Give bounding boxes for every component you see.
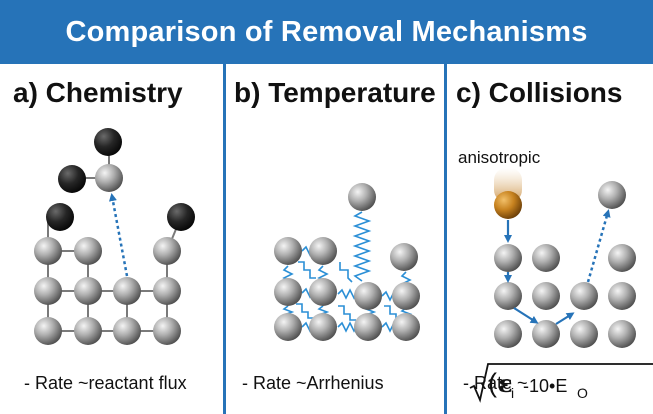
- rate-formula: ( ε i -10•E O: [469, 363, 653, 403]
- panel-title-temperature: b) Temperature: [234, 77, 436, 108]
- temperature-lattice: [274, 183, 420, 341]
- panel-divider: [444, 64, 447, 414]
- caption-temperature: - Rate ~Arrhenius: [242, 373, 384, 393]
- page-title: Comparison of Removal Mechanisms: [0, 0, 653, 64]
- collisions-lattice: [494, 168, 636, 348]
- panel-title-collisions: c) Collisions: [456, 77, 623, 108]
- panel-divider: [223, 64, 226, 414]
- anisotropic-label: anisotropic: [458, 148, 541, 167]
- formula-epsilon-subscript: i: [511, 385, 514, 401]
- formula-middle: -10•E: [518, 376, 567, 396]
- formula-epsilon: ε: [498, 369, 513, 398]
- caption-chemistry: - Rate ~reactant flux: [24, 373, 187, 393]
- sqrt-sign: [469, 363, 653, 403]
- formula-e-subscript: O: [577, 385, 588, 401]
- formula-paren: (: [488, 368, 497, 398]
- incoming-ion: [494, 191, 522, 219]
- chemistry-lattice: [34, 128, 195, 345]
- panel-title-chemistry: a) Chemistry: [13, 77, 183, 108]
- caption-collisions: - Rate ~: [463, 373, 528, 393]
